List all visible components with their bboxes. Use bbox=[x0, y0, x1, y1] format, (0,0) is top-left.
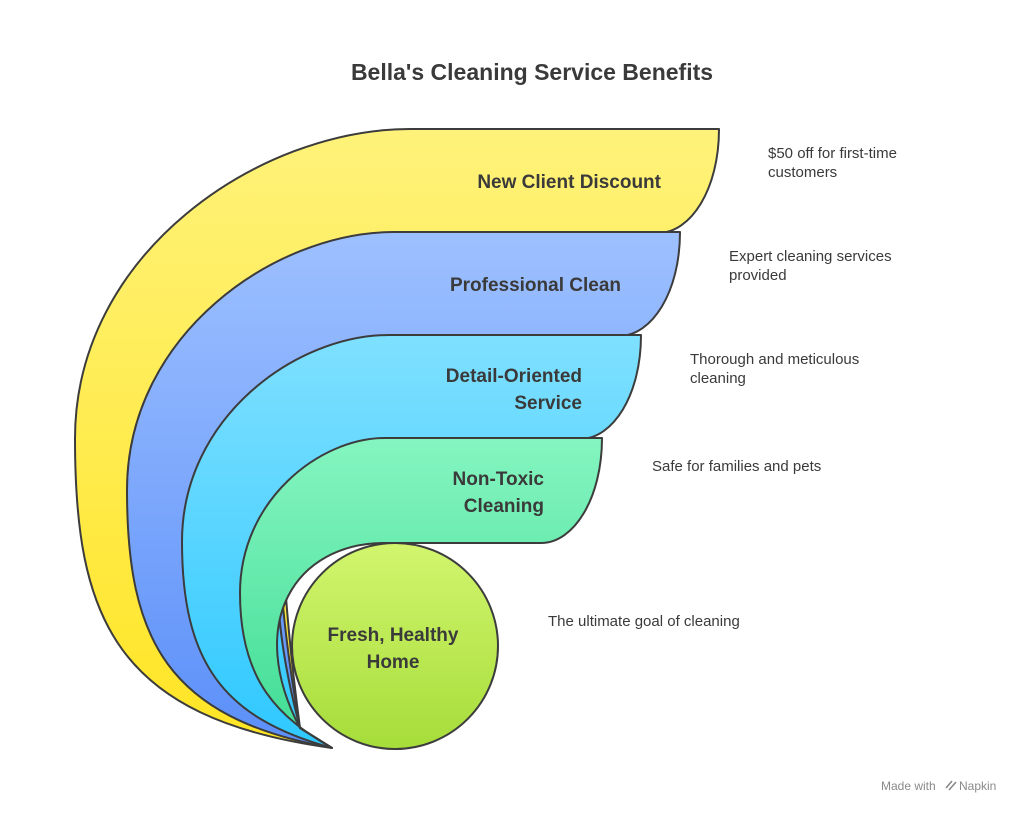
layer-description-non-toxic-cleaning-line: Safe for families and pets bbox=[652, 458, 821, 475]
watermark: Made with Napkin bbox=[881, 779, 996, 793]
layer-label-fresh-healthy-home-line: Home bbox=[367, 652, 420, 673]
layer-description-professional-clean: Expert cleaning services provided bbox=[729, 248, 892, 284]
layer-shape-non-toxic-cleaning bbox=[239, 437, 603, 749]
layer-label-new-client-discount: New Client Discount bbox=[477, 172, 661, 193]
layer-label-new-client-discount-line: New Client Discount bbox=[477, 172, 661, 193]
watermark-brand: Napkin bbox=[959, 779, 996, 793]
watermark-prefix: Made with bbox=[881, 779, 936, 793]
layer-description-new-client-discount-line: $50 off for first-time bbox=[768, 145, 897, 162]
layer-description-new-client-discount-line: customers bbox=[768, 164, 837, 181]
diagram-title: Bella's Cleaning Service Benefits bbox=[351, 59, 713, 85]
layer-description-detail-oriented-service-line: Thorough and meticulous bbox=[690, 351, 859, 368]
layer-label-fresh-healthy-home-line: Fresh, Healthy bbox=[328, 625, 459, 646]
layer-label-professional-clean-line: Professional Clean bbox=[450, 275, 621, 296]
layer-label-detail-oriented-service-line: Detail-Oriented bbox=[446, 366, 582, 387]
napkin-logo-icon bbox=[945, 780, 957, 791]
layer-description-detail-oriented-service-line: cleaning bbox=[690, 370, 746, 387]
layer-shape-fresh-healthy-home bbox=[291, 542, 499, 750]
layer-description-professional-clean-line: Expert cleaning services bbox=[729, 248, 892, 265]
layer-description-professional-clean-line: provided bbox=[729, 267, 787, 284]
layer-label-detail-oriented-service-line: Service bbox=[514, 393, 582, 414]
layer-description-new-client-discount: $50 off for first-time customers bbox=[768, 145, 897, 181]
layer-description-fresh-healthy-home: The ultimate goal of cleaning bbox=[548, 613, 740, 630]
layer-description-fresh-healthy-home-line: The ultimate goal of cleaning bbox=[548, 613, 740, 630]
layer-label-non-toxic-cleaning-line: Non-Toxic bbox=[453, 469, 545, 490]
layer-label-professional-clean: Professional Clean bbox=[450, 275, 621, 296]
layer-description-non-toxic-cleaning: Safe for families and pets bbox=[652, 458, 821, 475]
layer-description-detail-oriented-service: Thorough and meticulous cleaning bbox=[690, 351, 859, 387]
layer-label-non-toxic-cleaning-line: Cleaning bbox=[464, 496, 544, 517]
